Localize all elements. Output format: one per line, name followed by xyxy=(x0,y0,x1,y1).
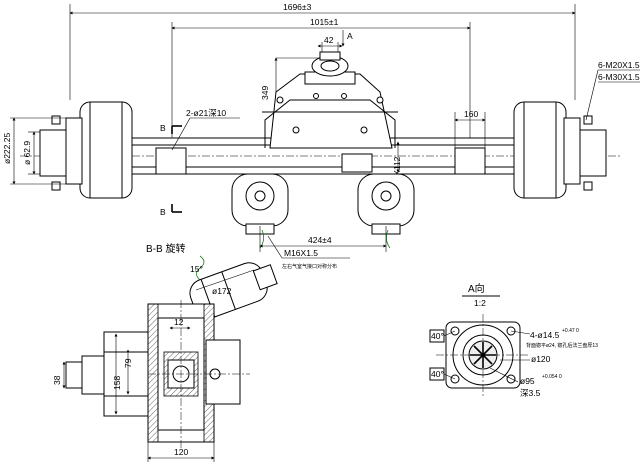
section-slack-adjuster xyxy=(81,355,105,395)
hub-cap-right xyxy=(579,129,607,177)
hub-flange-left xyxy=(65,117,83,185)
brake-drum-left xyxy=(79,101,133,199)
hole-callout-a-label: 4-ø14.5 xyxy=(530,330,560,340)
section-mark-bottom: B xyxy=(160,207,166,217)
spring-seat-width-dimension: 160 xyxy=(454,109,486,148)
dim-120-label: 120 xyxy=(174,447,188,457)
section-bb-title: B-B 旋转 xyxy=(146,242,185,255)
dim-79-label: 79 xyxy=(123,358,133,368)
main-elevation-view: 1696±3 1015±1 42 A 349 xyxy=(2,2,640,270)
chamber-spacing-dimension: 424±4 xyxy=(259,226,387,252)
chamber-spacing-label: 424±4 xyxy=(308,235,332,245)
spring-center-label: 1015±1 xyxy=(310,17,339,27)
section-mark-top: B xyxy=(160,123,166,133)
hub-diameter-dimensions: ø222.25 ø 62.9 xyxy=(2,117,66,185)
bolt-m30-label: 6-M30X1.5 xyxy=(598,72,640,82)
angle-top-label: 40° xyxy=(431,331,444,341)
tube-section-label: 140X112 xyxy=(392,156,402,190)
spigot-diameter-label: ø95 xyxy=(520,376,535,386)
spring-seat-right xyxy=(454,147,486,175)
view-a: A向 1:2 40° 40° 4-ø14.5 +0.47 0 背面锪平ø24, … xyxy=(429,282,598,398)
brake-drum-right xyxy=(513,101,567,199)
dim-160-label: 160 xyxy=(464,109,478,119)
view-a-scale: 1:2 xyxy=(474,298,486,308)
angle-bottom-label: 40° xyxy=(431,369,444,379)
dim-349-label: 349 xyxy=(260,86,270,100)
spigot-depth-label: 深3.5 xyxy=(520,388,541,398)
hole-tolerance-label: +0.47 0 xyxy=(562,328,579,334)
view-a-title: A向 xyxy=(468,282,485,295)
hole-callout-label: 2-ø21深10 xyxy=(186,108,226,118)
section-side-dimensions: 79 158 38 xyxy=(52,333,133,415)
port-thread-label: M16X1.5 xyxy=(284,248,318,258)
dim-222-label: ø222.25 xyxy=(2,133,12,164)
dim-42-label: 42 xyxy=(324,35,334,45)
hole-note-label: 背面锪平ø24, 锪孔后法兰盘厚13 xyxy=(526,342,598,349)
pilot-diameter-label: ø120 xyxy=(531,354,551,364)
dim-15-label: 15° xyxy=(190,264,203,274)
spring-seat-left xyxy=(155,147,187,175)
bolt-m20-label: 6-M20X1.5 xyxy=(598,60,640,70)
differential-housing xyxy=(269,73,393,149)
port-note-label: 左右气室气接口对称分布 xyxy=(282,263,337,270)
overall-length-dimension: 1696±3 xyxy=(69,2,576,100)
dim-62-label: ø 62.9 xyxy=(22,141,32,165)
overall-length-label: 1696±3 xyxy=(283,2,312,12)
dim-158-label: 158 xyxy=(112,376,122,390)
hub-flange-right xyxy=(563,117,581,185)
hub-cap-left xyxy=(39,129,67,177)
section-bb-view: B-B 旋转 15° ø172 12 xyxy=(52,242,278,462)
dim-12-label: 12 xyxy=(174,317,184,327)
dim-120-group: 120 xyxy=(147,442,215,462)
section-camshaft-bracket xyxy=(103,331,149,417)
dim-38-label: 38 xyxy=(52,375,62,385)
view-a-bolt-hole xyxy=(506,374,516,384)
spigot-tolerance-label: +0.054 0 xyxy=(542,374,562,380)
view-a-arrow-label: A xyxy=(347,31,353,41)
dim-172-label: ø172 xyxy=(212,286,232,296)
